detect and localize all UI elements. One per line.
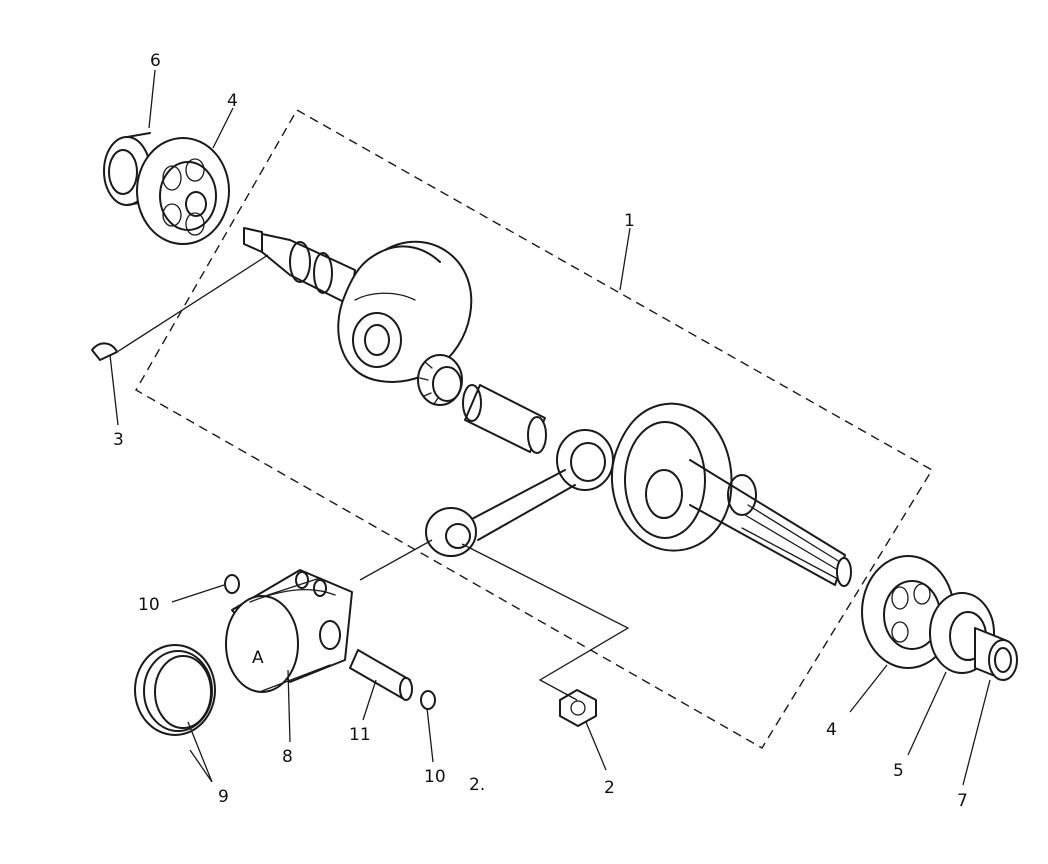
callout-9: 9: [218, 787, 229, 807]
callout-8: 8: [282, 747, 293, 767]
piston: A: [225, 569, 353, 693]
circlip-lower: [420, 690, 436, 710]
callout-10-upper: 10: [138, 595, 160, 615]
callout-7: 7: [957, 791, 968, 811]
callout-5: 5: [893, 761, 904, 781]
callout-10-lower: 10: [424, 767, 446, 787]
circlip-upper: [224, 574, 240, 594]
stray-mark: 2.: [469, 775, 485, 795]
crankshaft-assembly-boundary: [135, 109, 933, 749]
needle-bearing: [417, 354, 463, 406]
callout-4-right: 4: [826, 720, 837, 740]
spacer-collar: [974, 627, 1018, 681]
leader-lines: [109, 69, 991, 786]
piston-pin: [349, 649, 413, 701]
woodruff-key: [91, 342, 118, 361]
callout-11: 11: [349, 725, 371, 745]
crankshaft-left-half: [243, 227, 473, 383]
ball-bearing-left: [136, 137, 230, 245]
callout-2: 2: [604, 778, 615, 798]
piston-rings: [134, 644, 216, 736]
crankshaft-nut: [559, 689, 597, 727]
callout-1: 1: [624, 211, 635, 231]
svg-text:A: A: [252, 648, 264, 668]
callout-3: 3: [113, 430, 124, 450]
callout-4-left: 4: [227, 91, 238, 111]
crankshaft-right-half: [610, 402, 852, 587]
connecting-rod: [425, 429, 614, 557]
crank-pin: [462, 384, 547, 454]
callout-6: 6: [150, 51, 161, 71]
